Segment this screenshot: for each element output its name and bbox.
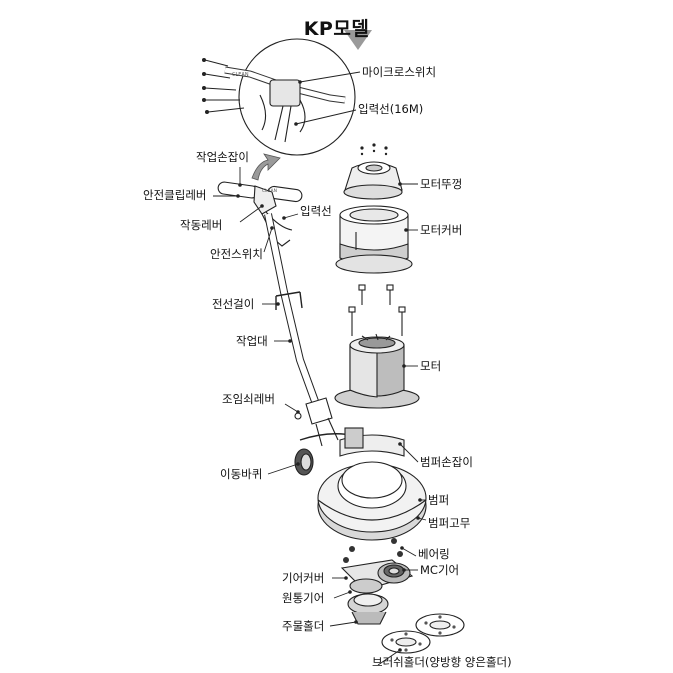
label-bumper: 범퍼 xyxy=(428,493,450,507)
svg-text:CLEAN: CLEAN xyxy=(262,188,277,194)
gear-assembly xyxy=(340,538,414,625)
label-mc-gear: MC기어 xyxy=(420,563,460,577)
label-input-line: 입력선 xyxy=(300,204,332,218)
motor-bolts xyxy=(348,284,406,336)
label-operation-lever: 작동레버 xyxy=(180,218,223,232)
label-motor: 모터 xyxy=(420,359,442,373)
motor-cover-shape xyxy=(335,205,413,274)
svg-text:CLEAN: CLEAN xyxy=(232,72,249,78)
title-triangle-mark xyxy=(344,30,372,50)
label-safety-switch: 안전스위치 xyxy=(210,247,263,261)
leader-dots xyxy=(236,80,422,652)
base-bumper xyxy=(317,427,427,541)
label-motor-cover-lid: 모터뚜껑 xyxy=(420,177,463,191)
motor-cover-lid-shape xyxy=(343,143,403,200)
leader-lines xyxy=(213,71,427,666)
motor-shape xyxy=(334,333,420,409)
label-gear-cover: 기어커버 xyxy=(282,571,325,585)
brush-holder-discs xyxy=(381,613,465,654)
page-title: KP모델 xyxy=(303,18,370,40)
label-cylinder-gear: 원통기어 xyxy=(282,591,325,605)
label-bearing: 베어링 xyxy=(418,547,450,561)
label-work-handle: 작업손잡이 xyxy=(196,150,249,164)
moving-wheel-shape xyxy=(294,412,314,476)
label-brush-holder: 브러쉬홀더(양방향 양은홀더) xyxy=(372,655,512,669)
label-safety-clip-lever: 안전클립레버 xyxy=(143,188,207,202)
main-handle-assembly: CLEAN xyxy=(217,181,357,447)
label-work-pole: 작업대 xyxy=(236,334,268,348)
label-casting-holder: 주물홀더 xyxy=(282,619,325,633)
handle-detail-circle: CLEAN xyxy=(202,38,356,156)
label-bumper-handle: 범퍼손잡이 xyxy=(420,455,473,469)
label-micro-switch: 마이크로스위치 xyxy=(362,65,437,79)
detail-arrow xyxy=(251,153,281,181)
label-cable-hook: 전선걸이 xyxy=(212,297,255,311)
label-tension-lever: 조임쇠레버 xyxy=(222,392,275,406)
label-moving-wheel: 이동바퀴 xyxy=(220,467,263,481)
label-input-line-16m: 입력선(16M) xyxy=(358,102,424,116)
label-bumper-rubber: 범퍼고무 xyxy=(428,516,471,530)
label-motor-cover: 모터커버 xyxy=(420,223,463,237)
